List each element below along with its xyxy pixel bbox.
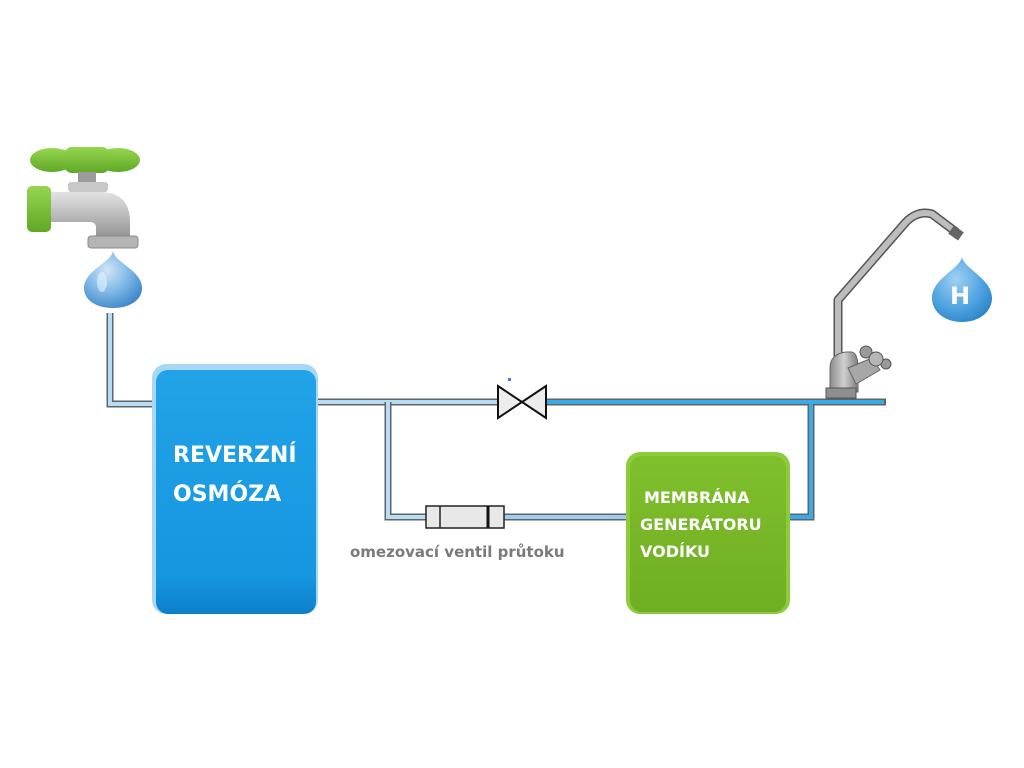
membrane-label-line3: VODÍKU xyxy=(640,542,710,561)
flow-restrictor: omezovací ventil průtoku xyxy=(350,505,565,561)
pipe-tap-to-ro xyxy=(106,313,158,408)
reverse-osmosis-unit: REVERZNÍ OSMÓZA xyxy=(152,364,318,614)
hydrogen-membrane-unit: MEMBRÁNA GENERÁTORU VODÍKU xyxy=(626,452,790,614)
flow-restrictor-label: omezovací ventil průtoku xyxy=(350,543,565,561)
water-drop-icon xyxy=(84,250,142,308)
hydrogen-drop-icon: H xyxy=(932,256,992,322)
hydrogen-letter: H xyxy=(950,282,970,310)
membrane-label-line1: MEMBRÁNA xyxy=(644,488,750,507)
membrane-label-line2: GENERÁTORU xyxy=(640,515,762,534)
source-tap xyxy=(27,147,142,308)
drinking-faucet-icon xyxy=(825,208,964,399)
shutoff-valve[interactable] xyxy=(497,378,547,420)
water-tap-icon xyxy=(27,147,140,249)
valve-icon xyxy=(497,384,547,420)
outlet-faucet: H xyxy=(825,208,992,399)
pipe-bypass-to-restrictor xyxy=(384,402,428,521)
pipe-network xyxy=(106,313,886,521)
ro-label-line2: OSMÓZA xyxy=(173,481,281,507)
ro-label-line1: REVERZNÍ xyxy=(173,442,297,468)
